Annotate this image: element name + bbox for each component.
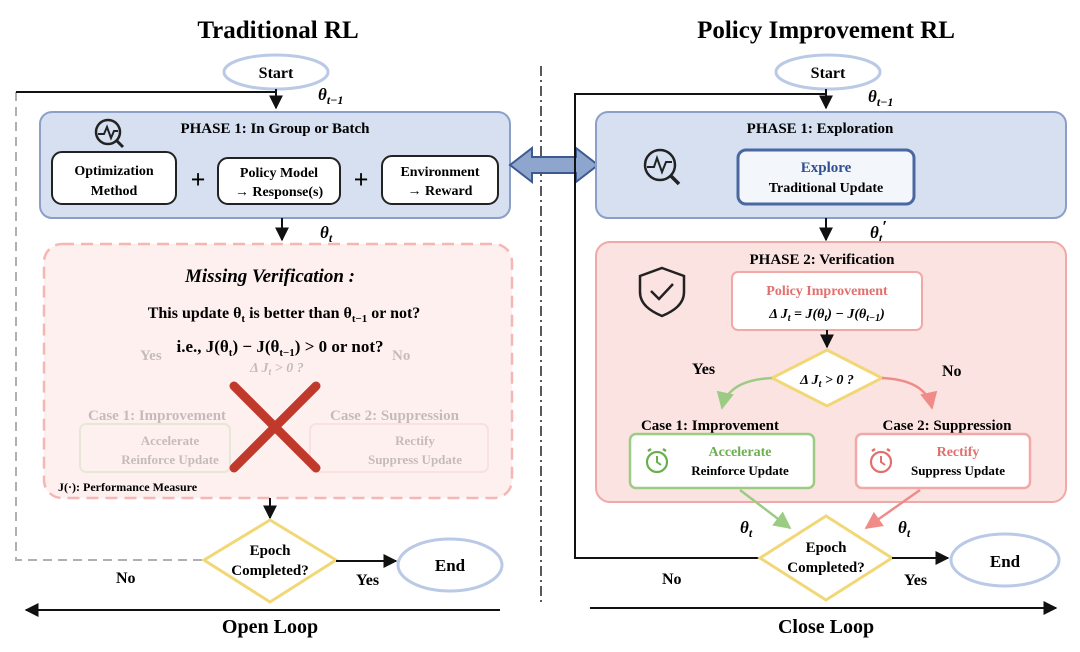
left-epoch-diamond [201, 518, 339, 604]
decision-label: Δ Jt > 0 ? [799, 373, 854, 390]
opt-method-box [51, 151, 177, 205]
accelerate-to-epoch-arrow [739, 489, 792, 530]
left-monitor-icon [94, 118, 125, 149]
right-title: Policy Improvement RL [697, 17, 955, 44]
accelerate-theta-label: θt [740, 518, 753, 540]
suppress-update-label: Suppress Update [911, 463, 1005, 478]
accelerate-box [628, 432, 816, 490]
left-no-label: No [116, 570, 136, 587]
open-loop-label: Open Loop [222, 616, 318, 638]
rectify-box [854, 432, 1032, 490]
opt-method-label-1: Optimization [74, 164, 154, 179]
explore-box [736, 148, 916, 206]
left-end-node [396, 537, 504, 593]
right-epoch-diamond [757, 514, 895, 602]
svg-text:Suppress Update: Suppress Update [368, 452, 462, 467]
delta-equation: Δ Jt = J(θt) − J(θt−1) [768, 307, 885, 324]
explore-label: Explore [801, 160, 852, 176]
left-epoch-label-1: Epoch [250, 543, 292, 559]
right-theta-prev: θt−1 [868, 87, 893, 109]
double-arrow-icon [508, 145, 600, 185]
environment-label-2: → Reward [408, 184, 473, 199]
svg-text:Case 1: Improvement: Case 1: Improvement [88, 408, 226, 424]
svg-text:Reinforce Update: Reinforce Update [121, 452, 219, 467]
right-no-label: No [662, 571, 682, 588]
case2-label: Case 2: Suppression [883, 418, 1013, 434]
left-title: Traditional RL [197, 17, 358, 44]
right-loop-line [574, 93, 826, 559]
policy-model-box [217, 157, 341, 205]
red-cross-icon [229, 381, 321, 473]
environment-label-1: Environment [400, 165, 479, 180]
close-loop-label: Close Loop [778, 616, 874, 638]
plus-1: + [191, 165, 206, 194]
rectify-label: Rectify [937, 445, 980, 460]
decision-diamond [768, 348, 886, 408]
svg-text:Accelerate: Accelerate [141, 433, 200, 448]
left-end-label: End [435, 556, 466, 575]
svg-text:Rectify: Rectify [395, 433, 435, 448]
right-end-label: End [990, 552, 1021, 571]
case1-label: Case 1: Improvement [641, 418, 779, 434]
right-phase2-title: PHASE 2: Verification [750, 252, 896, 268]
yes-branch-arrow [716, 376, 773, 410]
reinforce-update-label: Reinforce Update [691, 463, 789, 478]
svg-text:Δ Jt > 0 ?: Δ Jt > 0 ? [249, 361, 304, 378]
ghost-verification-content: Yes No Δ Jt > 0 ? Case 1: Improvement Ca… [79, 348, 489, 473]
right-end-node [949, 532, 1061, 588]
left-loop-line [15, 92, 205, 561]
perf-measure-note: J(·): Performance Measure [58, 480, 198, 494]
decision-yes-label: Yes [692, 361, 715, 378]
environment-box [381, 155, 499, 205]
no-branch-arrow [881, 376, 938, 410]
right-start-label: Start [811, 65, 846, 82]
left-epoch-label-2: Completed? [231, 563, 309, 579]
alarm-clock-red-icon [869, 447, 893, 474]
right-monitor-icon [643, 148, 681, 186]
opt-method-label-2: Method [91, 184, 138, 199]
right-theta-t-prime: θt′ [870, 217, 887, 245]
right-yes-label: Yes [904, 572, 927, 589]
missing-question-2: i.e., J(θt) − J(θt−1) > 0 or not? [176, 337, 383, 359]
left-start-label: Start [259, 65, 294, 82]
policy-model-label-2: → Response(s) [235, 185, 324, 200]
left-phase1-title: PHASE 1: In Group or Batch [180, 121, 370, 137]
missing-verification-box [42, 242, 514, 500]
plus-2: + [354, 165, 369, 194]
left-theta-t: θt [320, 223, 333, 245]
policy-improvement-label: Policy Improvement [766, 284, 888, 299]
policy-model-label-1: Policy Model [240, 166, 318, 181]
traditional-update-label: Traditional Update [769, 181, 883, 196]
right-phase1-title: PHASE 1: Exploration [747, 121, 894, 137]
shield-check-icon [638, 266, 686, 318]
decision-no-label: No [942, 363, 962, 380]
left-theta-prev: θt−1 [318, 85, 343, 107]
svg-text:Yes: Yes [140, 348, 162, 364]
rectify-to-epoch-arrow [864, 488, 921, 530]
right-epoch-label-2: Completed? [787, 560, 865, 576]
accelerate-label: Accelerate [709, 445, 772, 460]
rectify-theta-label: θt [898, 518, 911, 540]
right-start-node [774, 53, 882, 91]
left-yes-label: Yes [356, 572, 379, 589]
svg-text:No: No [392, 348, 410, 364]
missing-question-1: This update θt is better than θt−1 or no… [148, 305, 421, 325]
alarm-clock-green-icon [645, 447, 669, 474]
right-epoch-label-1: Epoch [806, 540, 848, 556]
svg-text:Case 2: Suppression: Case 2: Suppression [330, 408, 460, 424]
missing-verification-title: Missing Verification : [184, 266, 355, 287]
